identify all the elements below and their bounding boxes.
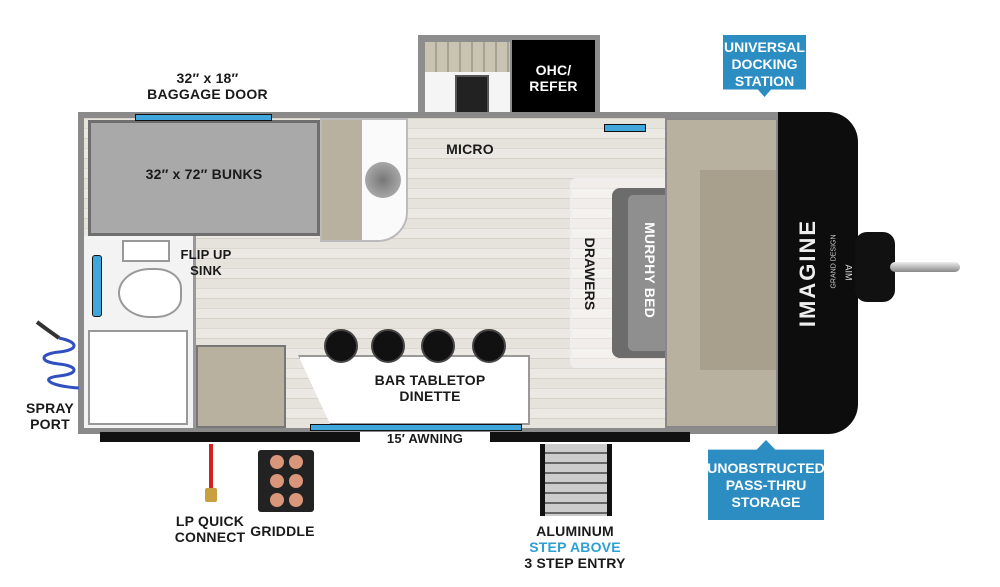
lp-quick-connect-label: LP QUICK CONNECT <box>165 513 255 545</box>
spray-port-line2: PORT <box>30 416 70 432</box>
spray-port-label: SPRAY PORT <box>15 400 85 432</box>
bar-dinette-line1: BAR TABLETOP <box>374 372 486 388</box>
awning-label: 15′ AWNING <box>360 432 490 446</box>
bunks <box>88 120 320 236</box>
flip-up-sink-label: FLIP UP SINK <box>176 247 236 279</box>
murphy-bed-label: MURPHY BED <box>642 222 658 318</box>
front-cap <box>778 112 858 434</box>
aim-logo: AIM <box>843 264 854 281</box>
griddle-icon <box>258 450 314 512</box>
flip-up-sink-line2: SINK <box>190 263 222 278</box>
spray-port-line1: SPRAY <box>26 400 74 416</box>
bath-window <box>92 255 102 317</box>
flip-up-sink-icon <box>122 240 170 262</box>
bar-stool <box>324 329 358 363</box>
baggage-door-line2: BAGGAGE DOOR <box>147 86 268 102</box>
lp-quick-connect-icon <box>205 488 217 502</box>
micro-label: MICRO <box>446 141 494 157</box>
baggage-door-line1: 32″ x 18″ <box>176 70 239 86</box>
bunk-window <box>135 114 272 121</box>
lp-line <box>209 444 213 492</box>
bar-dinette-line2: DINETTE <box>399 388 461 404</box>
pass-thru-line2: PASS-THRU <box>725 476 807 493</box>
flip-up-sink-line1: FLIP UP <box>180 247 232 262</box>
grand-design-logo: GRAND DESIGN <box>830 234 838 289</box>
shower <box>88 330 188 425</box>
lp-line1: LP QUICK <box>175 513 245 529</box>
pass-thru-line1: UNOBSTRUCTED <box>707 459 825 476</box>
kitchen-sink-icon <box>365 162 401 198</box>
toilet-icon <box>118 268 182 318</box>
ohc-refer-line1: OHC/ <box>535 62 572 78</box>
step-line1: ALUMINUM <box>536 523 614 539</box>
griddle-label: GRIDDLE <box>250 523 315 539</box>
hitch-jack <box>855 232 895 302</box>
entry-steps <box>540 444 612 516</box>
step-line3: 3 STEP ENTRY <box>524 555 626 571</box>
bar-stool <box>371 329 405 363</box>
pass-thru-line3: STORAGE <box>731 493 801 510</box>
baggage-door-label: 32″ x 18″ BAGGAGE DOOR <box>130 70 285 102</box>
bar-stool <box>421 329 455 363</box>
refrigerator <box>512 40 595 113</box>
docking-line1: UNIVERSAL <box>724 39 805 55</box>
bar-tabletop-dinette <box>298 355 530 425</box>
ohc-refer-line2: REFER <box>529 78 578 94</box>
entry-cabinet <box>196 345 286 428</box>
docking-line3: STATION <box>734 73 795 89</box>
step-entry-label: ALUMINUM STEP ABOVE 3 STEP ENTRY <box>510 523 640 571</box>
ohc-refer-label: OHC/ REFER <box>512 62 595 94</box>
pass-thru-callout: UNOBSTRUCTED PASS-THRU STORAGE <box>708 440 824 520</box>
pantry-shelves <box>425 42 510 72</box>
bar-stool <box>472 329 506 363</box>
imagine-logo: IMAGINE <box>795 218 820 328</box>
bar-dinette-label: BAR TABLETOP DINETTE <box>350 372 510 404</box>
front-bench <box>700 170 776 370</box>
kitchen-drawers <box>322 120 362 240</box>
step-line2: STEP ABOVE <box>529 539 621 555</box>
bunks-label: 32″ x 72″ BUNKS <box>145 166 263 182</box>
spray-hose-icon <box>35 320 80 390</box>
docking-station-callout: UNIVERSAL DOCKING STATION <box>723 35 806 97</box>
window-front <box>604 124 646 132</box>
dinette-window <box>310 424 522 431</box>
hitch-tongue <box>890 262 960 272</box>
lp-line2: CONNECT <box>174 529 246 545</box>
docking-line2: DOCKING <box>731 56 798 72</box>
drawers-label: DRAWERS <box>582 237 598 311</box>
